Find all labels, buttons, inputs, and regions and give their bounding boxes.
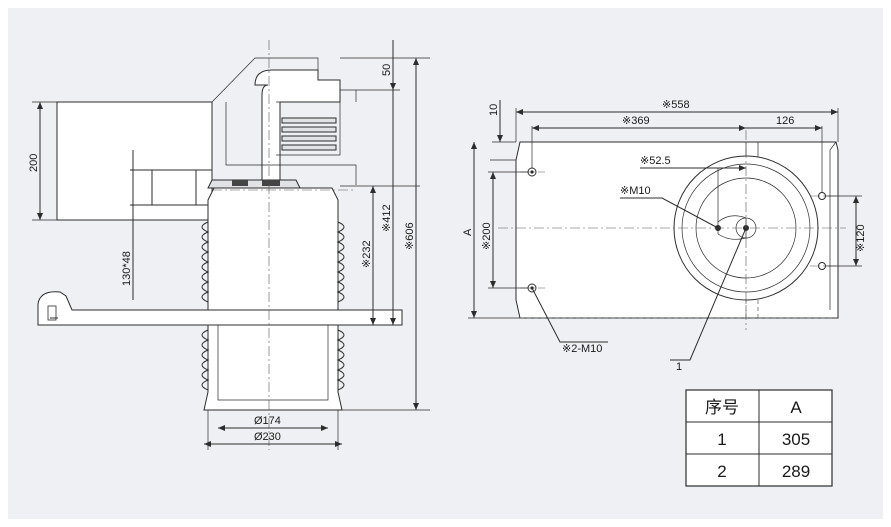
mounting-plate (37, 291, 403, 326)
front-view: 50 200 ※412 ※606 ※232 130*48 Ø174 Ø230 (28, 40, 430, 450)
dim-369: ※369 (622, 115, 650, 127)
top-conductor (254, 69, 341, 181)
table-cell: 2 (717, 462, 726, 481)
dim-126: 126 (776, 115, 794, 127)
dim-d230: Ø230 (254, 431, 281, 443)
dim-120: ※120 (855, 224, 867, 252)
dim-10: 10 (488, 104, 500, 116)
dim-d174: Ø174 (254, 415, 281, 427)
bolt-head-2 (262, 180, 280, 186)
dim-412: ※412 (381, 204, 393, 232)
insulator-upper (207, 187, 339, 326)
dim-558: ※558 (662, 99, 690, 111)
leader-1: 1 (676, 361, 682, 373)
terminal-box (56, 101, 215, 221)
dim-200-front: 200 (28, 154, 40, 172)
dim-a: A (462, 228, 474, 236)
dim-232: ※232 (361, 240, 373, 268)
table-cell: 289 (782, 462, 810, 481)
dim-200-top: ※200 (481, 222, 493, 250)
upper-ribs (281, 117, 337, 151)
dim-m10: ※M10 (620, 185, 651, 197)
variant-table: 序号 A 1 305 2 289 (685, 389, 833, 487)
front-arrows (37, 58, 419, 447)
table-cell: 1 (717, 430, 726, 449)
dim-2m10: ※2-M10 (562, 343, 602, 355)
dim-52-5: ※52.5 (640, 155, 671, 167)
top-view: ※558 ※369 126 10 ※52.5 ※M10 A ※200 ※120 … (462, 99, 867, 373)
table-cell: 305 (782, 430, 810, 449)
sheds-right-lower (336, 329, 345, 391)
dim-130x48: 130*48 (121, 251, 133, 286)
bolt-head (232, 180, 248, 186)
bolt-flange (207, 179, 301, 189)
sheds-left-lower (201, 329, 210, 391)
top-arrows (471, 109, 859, 318)
table-header-index: 序号 (705, 398, 739, 417)
table-header-a: A (790, 398, 802, 417)
sheds-left-upper (201, 221, 210, 303)
insulator-lower (203, 324, 343, 411)
sheds-right-upper (336, 221, 345, 303)
dim-606: ※606 (404, 222, 416, 250)
dim-50: 50 (381, 64, 393, 76)
